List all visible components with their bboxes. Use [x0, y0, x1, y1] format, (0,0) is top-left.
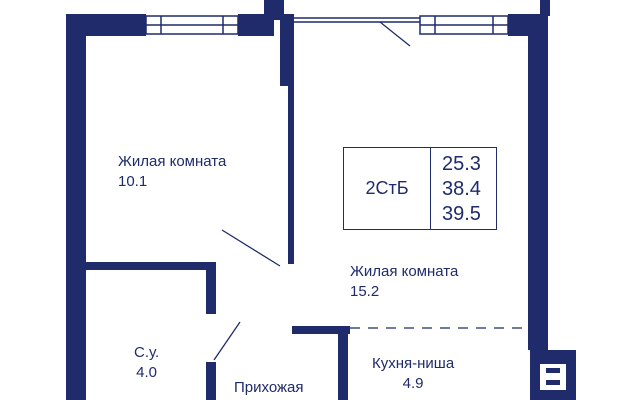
room-area: 4.9 — [402, 375, 424, 392]
room-label-living-right: Жилая комната 15.2 — [350, 262, 458, 302]
room-area: 15.2 — [350, 283, 380, 300]
wall-column — [280, 14, 294, 86]
apartment-info-box: 2СтБ 25.3 38.4 39.5 — [343, 147, 497, 230]
room-label-kitchen: Кухня-ниша 4.9 — [372, 354, 454, 394]
wall-bathroom-right — [206, 262, 216, 314]
area-total: 38.4 — [442, 178, 481, 200]
wall-partition — [288, 86, 294, 264]
apartment-type: 2СтБ — [365, 178, 409, 198]
room-name: Жилая комната — [350, 263, 459, 280]
room-name: Кухня-ниша — [372, 355, 455, 372]
area-living: 25.3 — [442, 153, 481, 175]
wall-left — [66, 14, 86, 400]
wall-bathroom-right-low — [206, 362, 216, 400]
wall-kitchen-left — [338, 326, 348, 400]
room-name: С.у. — [134, 344, 160, 361]
room-label-bathroom: С.у. 4.0 — [134, 343, 159, 383]
area-total-with-balcony: 39.5 — [442, 203, 481, 225]
room-name: Жилая комната — [118, 153, 227, 170]
utility-slot-top — [546, 368, 560, 373]
wall-top-post-left — [264, 0, 284, 20]
room-label-living-left: Жилая комната 10.1 — [118, 152, 226, 192]
door-balcony — [379, 21, 411, 47]
wall-bathroom-top — [86, 262, 216, 270]
room-label-hallway: Прихожая — [234, 378, 304, 398]
wall-top-post-right — [540, 0, 550, 16]
apartment-areas: 25.3 38.4 39.5 — [442, 152, 481, 227]
wall-right — [528, 14, 548, 350]
room-area: 10.1 — [118, 173, 148, 190]
info-divider — [430, 148, 431, 229]
room-area: 4.0 — [136, 364, 158, 381]
room-name: Прихожая — [234, 379, 304, 396]
door-left-room — [221, 229, 281, 267]
utility-inner — [540, 364, 566, 390]
door-bathroom — [213, 321, 241, 361]
utility-slot-bottom — [546, 380, 560, 385]
wall-kitchen-top — [292, 326, 350, 334]
